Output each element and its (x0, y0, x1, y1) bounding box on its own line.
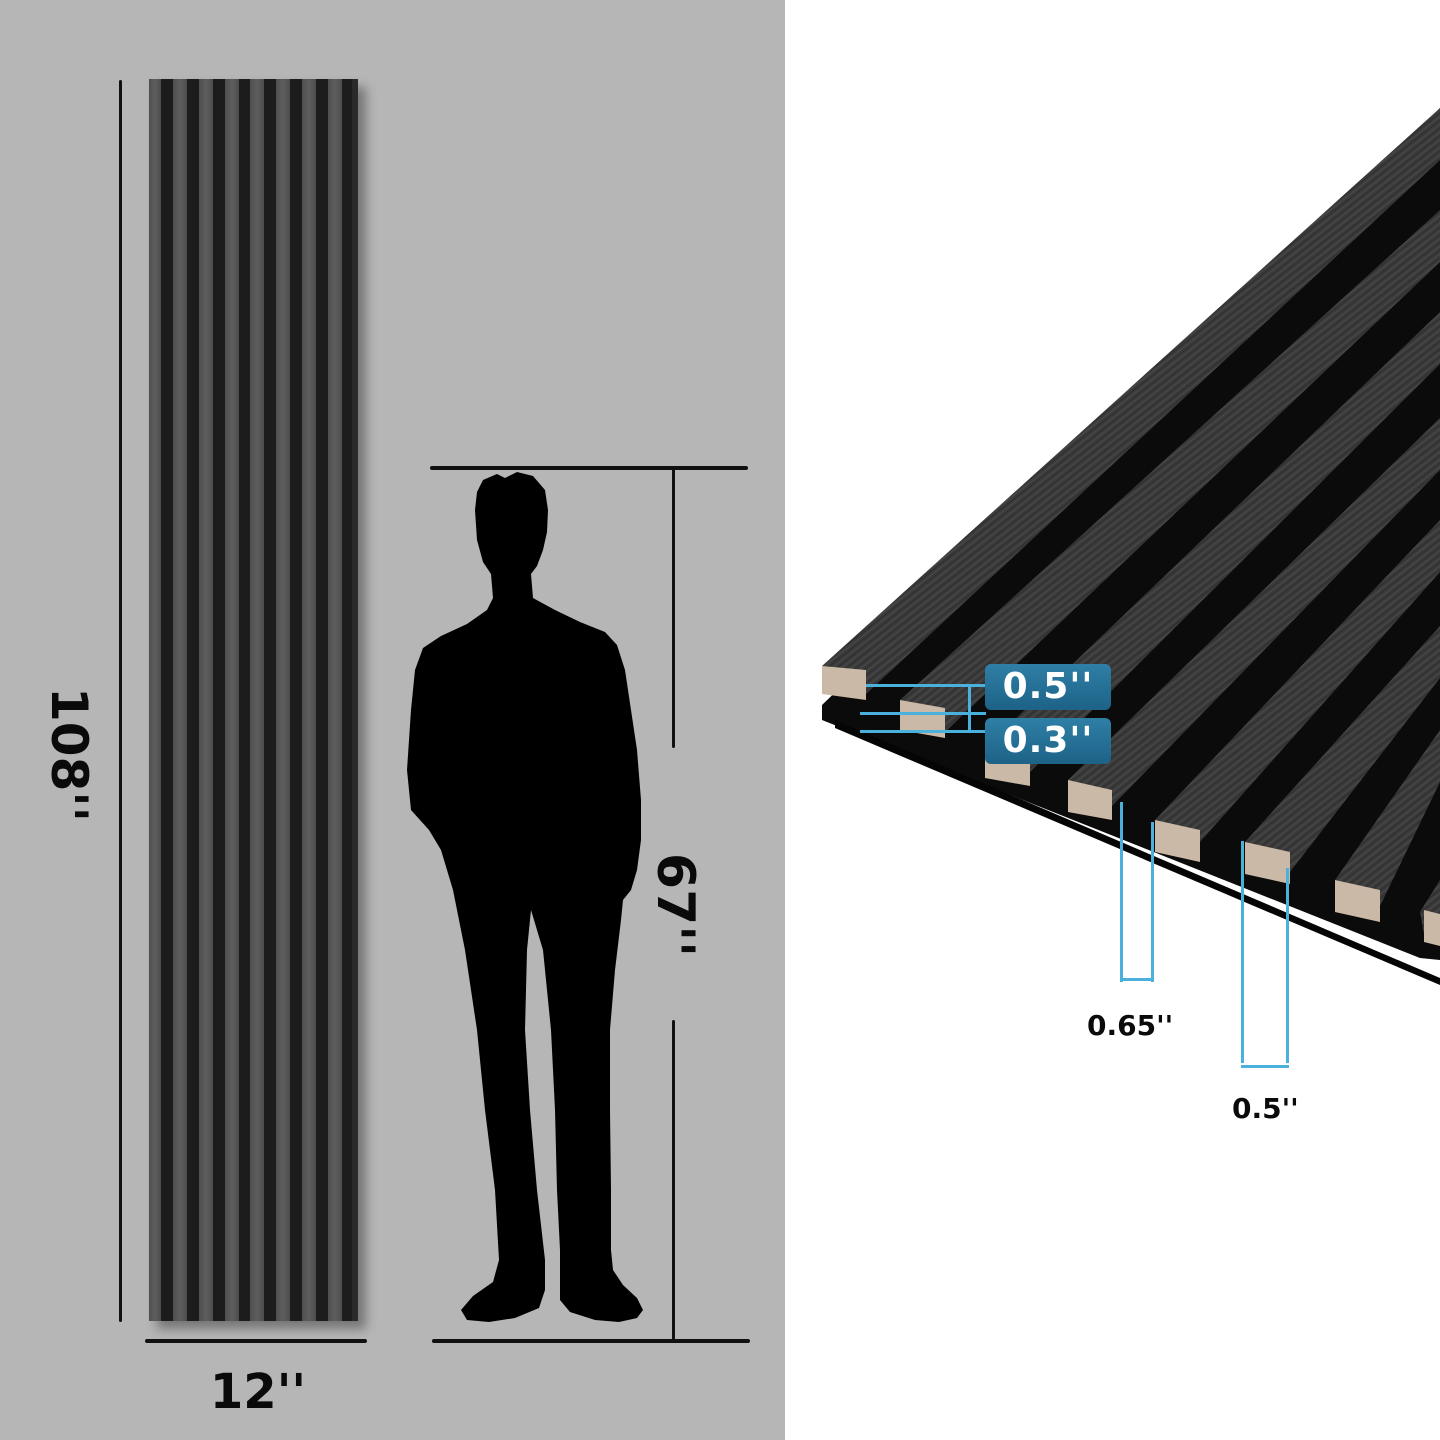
panel-perspective-view (822, 108, 1440, 985)
person-bottom-dimension-line (432, 1339, 750, 1343)
slat-thickness-line-mid (860, 712, 986, 715)
thickness-vertical-connector (968, 684, 971, 732)
slat-width-line-left (1241, 841, 1244, 1063)
panel-height-label: 108'' (40, 687, 98, 822)
person-top-dimension-line (430, 466, 748, 470)
slat-width-line-right (1286, 868, 1289, 1063)
slat-thickness-line-top (866, 684, 986, 687)
person-height-label: 67'' (645, 852, 705, 958)
gap-width-line-left (1120, 802, 1123, 982)
slat-width-crossbar (1241, 1065, 1289, 1068)
panel-slats-graphic (149, 79, 358, 1321)
panel-width-label: 12'' (209, 1364, 307, 1420)
gap-width-line-right (1151, 822, 1154, 982)
panel-width-dimension-line (145, 1339, 367, 1343)
left-diagram-pane: 108'' 12'' 67'' (0, 0, 785, 1440)
gap-width-crossbar (1120, 978, 1154, 981)
slat-width-label: 0.5'' (1232, 1092, 1299, 1125)
person-silhouette-icon (407, 472, 643, 1322)
panel-height-dimension-line (119, 80, 122, 1322)
person-height-line-lower (672, 1020, 675, 1340)
backing-thickness-line-bottom (860, 730, 986, 733)
backing-thickness-tag: 0.3'' (985, 718, 1111, 764)
gap-width-label: 0.65'' (1087, 1009, 1174, 1042)
slat-thickness-tag: 0.5'' (985, 664, 1111, 710)
person-height-line-upper (672, 468, 675, 748)
panel-front-view (149, 79, 358, 1321)
